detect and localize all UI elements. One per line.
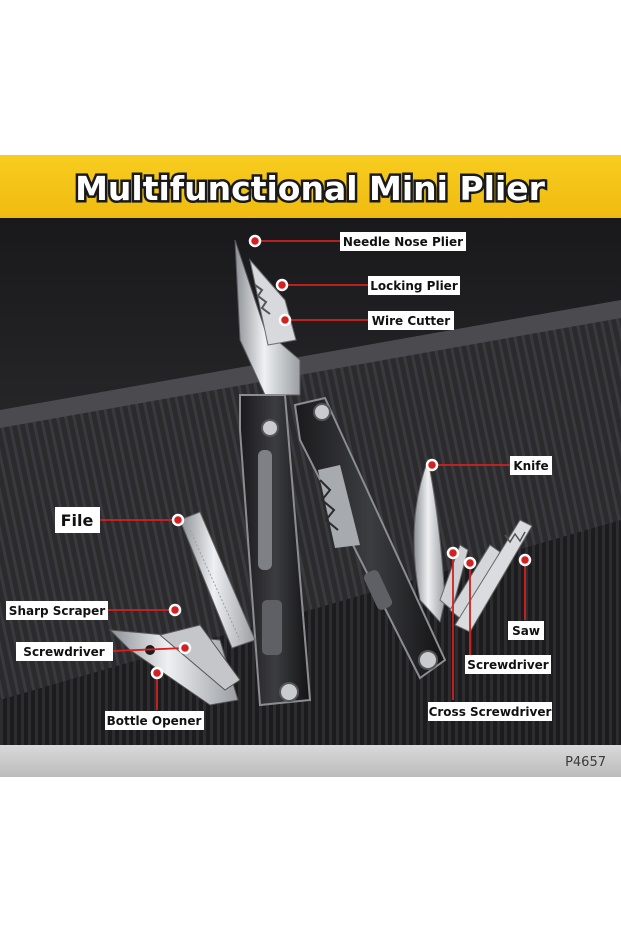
photo-background [0, 218, 621, 777]
label-cross-screwdriver: Cross Screwdriver [429, 705, 552, 719]
product-code: P4657 [565, 755, 606, 770]
label-sharp-scraper: Sharp Scraper [9, 604, 105, 618]
label-needle-nose-plier: Needle Nose Plier [343, 235, 463, 249]
label-knife: Knife [513, 459, 548, 473]
callout-labels: Needle Nose Plier Locking Plier Wire Cut… [6, 232, 552, 730]
banner-title: Multifunctional Mini Plier [75, 169, 546, 208]
label-wire-cutter: Wire Cutter [372, 314, 451, 328]
label-file: File [61, 511, 94, 530]
label-bottle-opener: Bottle Opener [107, 714, 202, 728]
label-locking-plier: Locking Plier [370, 279, 458, 293]
label-screwdriver-left: Screwdriver [23, 645, 104, 659]
label-screwdriver-right: Screwdriver [467, 658, 548, 672]
multitool-illustration [108, 239, 533, 707]
title-banner: Multifunctional Mini Plier [0, 155, 621, 218]
callout-dots [150, 234, 532, 680]
label-saw: Saw [512, 624, 540, 638]
callout-lines [100, 240, 526, 710]
